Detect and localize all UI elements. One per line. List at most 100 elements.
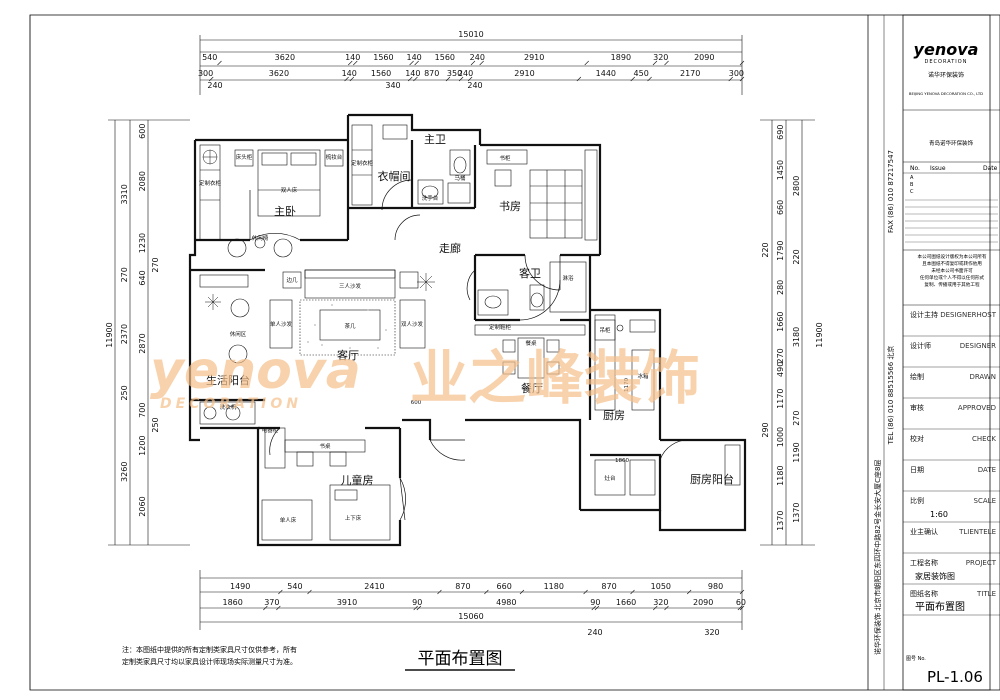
dimension-label: 1170 [776,388,785,408]
fixture-label: 床头柜 [236,153,253,161]
dimension-label: 2410 [364,582,384,591]
dimension-label: 1050 [651,582,671,591]
dimension-label: 2170 [680,69,700,78]
dimension-label: 540 [202,53,217,62]
dimension-label: 1660 [776,312,785,332]
room-label-living: 客厅 [337,348,359,362]
fixture-label: 电器柜 [262,426,279,434]
room-label-guest-bath: 客卫 [519,266,541,280]
revision-header-no: No. [910,165,920,172]
dimension-label: 1370 [792,503,801,523]
dimension-label: 240 [458,69,473,78]
dimension-tick [217,60,222,66]
dimension-label: 1560 [371,69,391,78]
dimension-tick [209,76,214,82]
dimension-label: 3910 [337,598,357,607]
dimension-label: 660 [497,582,512,591]
fixture-label: 淋浴 [562,274,574,282]
dimension-tick [413,605,418,611]
title-block-field-label: 业主确认 [910,527,938,536]
dimension-label: 220 [792,249,801,264]
room-label-closet: 衣帽间 [378,169,411,183]
dimension-label: 270 [776,348,785,363]
dimension-tick [519,589,525,595]
dimension-label: 270 [151,257,160,272]
title-block-field-value: 平面布置图 [915,601,965,613]
dimension-label: 220 [761,242,770,257]
contact-tel: TEL (86) 010 88515566 北京 [886,346,895,446]
title-block-field-label: 设计主持 [910,310,938,319]
dimension-tick [470,60,476,66]
fixture-label: 休闲椅 [252,234,269,242]
dimension-label: 350 [447,69,462,78]
dimension-lines [108,35,815,630]
dimension-label: 140 [342,69,357,78]
title-block-field-value: 家居装饰图 [915,571,955,581]
dimension-label: 320 [653,598,668,607]
dimension-label: 690 [776,125,785,140]
dim-left-total: 11900 [105,322,114,347]
dimension-label: 270 [792,411,801,426]
room-label-kitchen-balcony: 厨房阳台 [690,472,734,486]
title-block-field-label-en: PROJECT [966,559,997,567]
dimension-label: 2800 [792,176,801,196]
room-label-kitchen: 厨房 [603,409,625,422]
dimension-label: 2060 [138,496,147,516]
revision-header-date: Date [983,165,998,172]
revision-mark: A [910,175,914,181]
notice-line: 任何单位或个人不得以任何形式 [920,274,985,281]
room-label-study: 书房 [499,200,521,213]
dimension-tick [576,76,582,82]
dimension-label: 2080 [138,171,147,191]
fixture-label: 吊柜 [599,326,611,334]
title-block-field-label: 设计师 [910,341,931,350]
title-block-field-label: 校对 [910,434,924,443]
dimension-label: 240 [470,53,485,62]
fixture-label: 定制衣柜 [351,159,374,167]
title-block-field-label-en: TLIENTELE [958,528,996,536]
dimension-label: 1190 [792,442,801,462]
title-block-field-label-en: DRAWN [969,373,996,381]
dimension-tick [445,76,451,82]
dimension-label: 1560 [373,53,393,62]
fixture-label: 双人沙发 [401,320,424,328]
dimension-tick [344,76,349,82]
contact-fax: FAX (86) 010 87217547 [887,150,895,233]
furniture [199,124,741,541]
dimension-tick [630,589,635,595]
notice-line: 复制、传播或用于其他工程 [924,281,980,288]
title-block-field-label-en: TITLE [976,590,996,598]
fixture-label: 双人床 [281,186,298,194]
dimension-label: 1790 [776,241,785,261]
dimension-label: 1000 [776,427,785,447]
title-block-field-label: 审核 [910,403,924,412]
dimension-label: 3180 [792,327,801,347]
dimension-label: 270 [120,267,129,282]
dimension-label: 2910 [514,69,534,78]
dimension-label: 540 [287,582,302,591]
notice-line: 且本图纸不得复印或转作他用 [922,260,982,267]
dim-right-outer: 2800 220 3180 270 1190 1370 [792,176,801,523]
fixture-label: 定制鞋柜 [489,323,512,331]
dimension-tick [647,76,652,82]
dimension-tick [479,60,484,66]
dimension-label: 370 [264,598,279,607]
drawing-note-line1: 注：本图纸中提供的所有定制类家具尺寸仅供参考，所有 [122,645,297,654]
dimension-label: 60 [736,598,746,607]
title-block-field-label-en: DESIGNERHOST [940,311,996,319]
dimension-label: 870 [601,582,616,591]
dimension-label: 340 [385,81,400,90]
dimension-label: 1450 [776,160,785,180]
title-block-field-label-en: CHECK [972,435,996,443]
dimension-tick [348,60,353,66]
dimension-tick [664,60,669,66]
dimension-label: 1200 [138,435,147,455]
title-block-field-label: 工程名称 [910,558,938,567]
dimension-tick [278,589,283,595]
dimension-label: 250 [120,385,129,400]
dimension-tick [437,589,442,595]
dimension-tick [653,605,658,611]
dimension-tick [263,605,268,611]
